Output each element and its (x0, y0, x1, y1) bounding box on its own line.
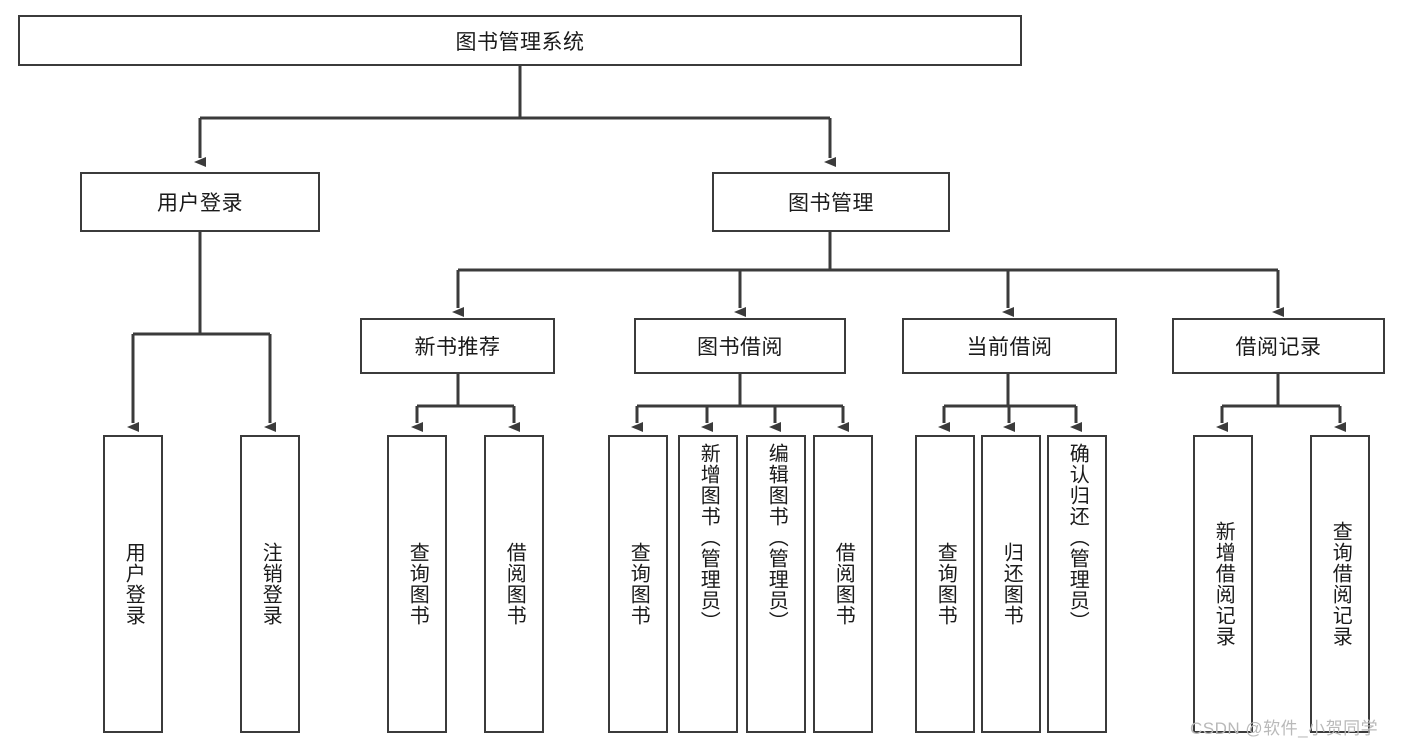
leaf-current-borrow-confirm-return-admin[interactable]: 确认归还（管理员） (1047, 435, 1107, 733)
node-label: 用户登录 (122, 542, 145, 626)
node-label: 查询图书 (627, 542, 650, 626)
leaf-borrow-record-query-record[interactable]: 查询借阅记录 (1310, 435, 1370, 733)
leaf-user-login-signout[interactable]: 注销登录 (240, 435, 300, 733)
node-label: 借阅记录 (1235, 336, 1322, 359)
node-label: 借阅图书 (832, 542, 855, 626)
node-label: 确认归还（管理员） (1066, 443, 1089, 632)
node-label: 借阅图书 (503, 542, 526, 626)
leaf-book-borrow-query-book[interactable]: 查询图书 (608, 435, 668, 733)
leaf-book-borrow-borrow-book[interactable]: 借阅图书 (813, 435, 873, 733)
node-current-borrow[interactable]: 当前借阅 (902, 318, 1117, 374)
node-user-login[interactable]: 用户登录 (80, 172, 320, 232)
node-label: 用户登录 (157, 192, 243, 215)
node-label: 当前借阅 (966, 336, 1053, 359)
leaf-current-borrow-return-book[interactable]: 归还图书 (981, 435, 1041, 733)
watermark-text: CSDN @软件_小贺同学 (1190, 719, 1379, 738)
leaf-new-book-query-book[interactable]: 查询图书 (387, 435, 447, 733)
node-book-management[interactable]: 图书管理 (712, 172, 950, 232)
node-label: 图书管理系统 (455, 30, 585, 54)
leaf-book-borrow-add-book-admin[interactable]: 新增图书（管理员） (678, 435, 738, 733)
leaf-user-login-signin[interactable]: 用户登录 (103, 435, 163, 733)
node-root-book-management-system[interactable]: 图书管理系统 (18, 15, 1022, 66)
leaf-borrow-record-add-record[interactable]: 新增借阅记录 (1193, 435, 1253, 733)
node-book-borrow[interactable]: 图书借阅 (634, 318, 846, 374)
leaf-book-borrow-edit-book-admin[interactable]: 编辑图书（管理员） (746, 435, 806, 733)
node-new-book-recommend[interactable]: 新书推荐 (360, 318, 555, 374)
node-label: 编辑图书（管理员） (765, 443, 788, 632)
node-label: 查询借阅记录 (1329, 521, 1352, 647)
node-label: 新书推荐 (414, 336, 501, 359)
node-label: 新增借阅记录 (1212, 521, 1235, 647)
node-label: 图书管理 (788, 192, 874, 215)
node-label: 归还图书 (1000, 542, 1023, 626)
csdn-watermark: CSDN @软件_小贺同学 (1190, 714, 1378, 739)
leaf-new-book-borrow-book[interactable]: 借阅图书 (484, 435, 544, 733)
node-label: 图书借阅 (697, 336, 783, 359)
node-label: 新增图书（管理员） (697, 443, 720, 632)
node-label: 查询图书 (406, 542, 429, 626)
node-label: 查询图书 (934, 542, 957, 626)
node-label: 注销登录 (259, 542, 282, 626)
node-borrow-record[interactable]: 借阅记录 (1172, 318, 1385, 374)
leaf-current-borrow-query-book[interactable]: 查询图书 (915, 435, 975, 733)
